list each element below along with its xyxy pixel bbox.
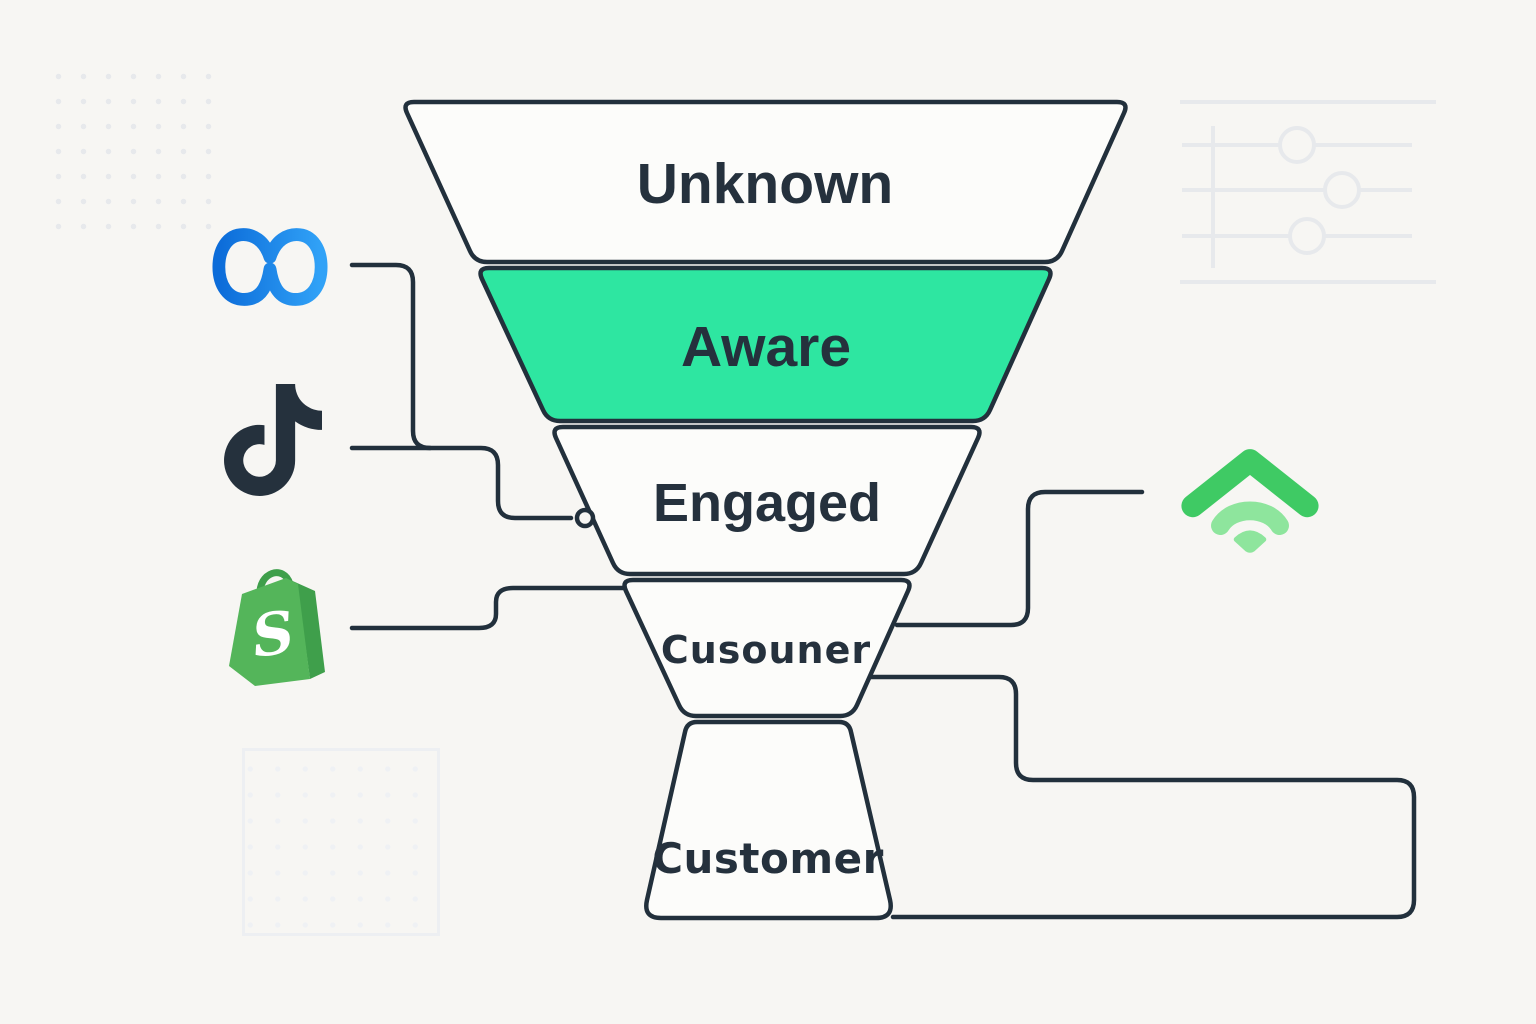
slider-knob-3 [1288, 217, 1326, 255]
funnel-stage-unknown [403, 99, 1128, 265]
slider-knob-2 [1323, 171, 1361, 209]
connector-shopify [349, 585, 626, 631]
stage-label-engaged: Engaged [653, 473, 881, 533]
shopify-icon: S [229, 569, 325, 686]
connector-customer [867, 674, 1417, 920]
meta-icon [212, 228, 328, 306]
tiktok-icon [224, 384, 322, 496]
stage-label-aware: Aware [681, 315, 851, 379]
funnel-stage-cusouner [622, 577, 912, 719]
sliders-decoration [1180, 100, 1436, 284]
meta-infinity-shape [212, 228, 328, 306]
dotted-square-pattern [242, 748, 440, 936]
wifi-roof-arc [1181, 449, 1319, 518]
funnel-stage-cusouner-upper [552, 424, 982, 577]
tiktok-note-shape [224, 384, 322, 496]
slider-knob-1 [1278, 126, 1316, 164]
wifi-middle-arc [1211, 501, 1289, 535]
dot-grid-pattern [44, 60, 222, 238]
connector-node [574, 507, 596, 529]
wifi-icon [1181, 449, 1319, 553]
connector-meta [349, 262, 433, 451]
funnel-stage-customer [644, 719, 893, 921]
connector-tiktok [349, 445, 574, 521]
connector-wifi [894, 489, 1145, 628]
stage-label-customer: Customer [652, 834, 884, 883]
funnel-stage-aware [478, 265, 1053, 424]
shopify-bag-front [229, 578, 310, 686]
stage-label-unknown: Unknown [637, 152, 893, 216]
shopify-bag-side [286, 578, 325, 679]
shopify-s-letter: S [248, 598, 299, 671]
stage-label-cusouner: Cusouner [661, 628, 871, 672]
wifi-dot [1233, 530, 1267, 553]
